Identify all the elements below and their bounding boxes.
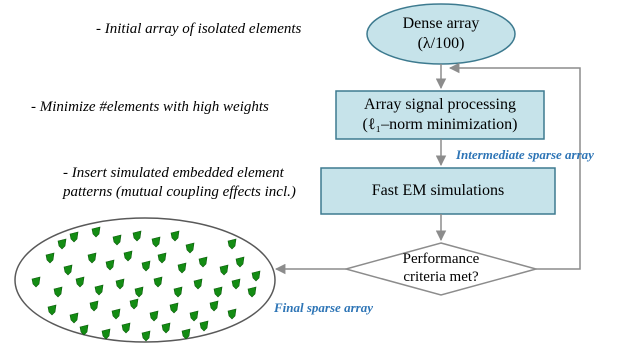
em-simulation-label: Fast EM simulations	[371, 182, 505, 199]
antenna-element	[231, 278, 241, 290]
antenna-element	[161, 322, 171, 334]
criteria-line1: Performance	[402, 251, 480, 267]
intermediate-sparse-array-label: Intermediate sparse array	[456, 147, 594, 162]
antenna-element	[173, 286, 183, 298]
antenna-element	[94, 284, 104, 296]
antenna-element	[251, 270, 261, 282]
note-insert-line2: patterns (mutual coupling effects incl.)	[63, 184, 296, 200]
antenna-element	[132, 230, 142, 242]
antenna-element	[209, 300, 219, 312]
antenna-element	[89, 300, 99, 312]
antenna-element	[213, 286, 223, 298]
antenna-element	[149, 310, 159, 322]
antenna-element	[151, 236, 161, 248]
antenna-element	[101, 328, 111, 340]
antenna-element	[185, 242, 195, 254]
antenna-element	[198, 256, 208, 268]
antenna-element	[69, 312, 79, 324]
note-minimize: - Minimize #elements with high weights	[31, 99, 269, 115]
antenna-element	[31, 276, 41, 288]
antenna-element	[247, 286, 257, 298]
criteria-label: Performance criteria met?	[381, 250, 501, 286]
antenna-element	[63, 264, 73, 276]
antenna-element	[111, 308, 121, 320]
antenna-element	[219, 264, 229, 276]
antenna-element	[69, 231, 79, 243]
antenna-element	[134, 286, 144, 298]
antenna-element	[141, 260, 151, 272]
antenna-element	[170, 230, 180, 242]
antenna-element	[199, 320, 209, 332]
antenna-element	[235, 256, 245, 268]
antenna-element	[177, 262, 187, 274]
note-insert-line1: - Insert simulated embedded element	[63, 165, 284, 181]
antenna-element	[169, 302, 179, 314]
criteria-line2: criteria met?	[403, 269, 479, 285]
signal-processing-node	[335, 90, 545, 140]
antenna-element	[129, 298, 139, 310]
em-simulation-node	[320, 167, 556, 215]
antenna-element	[115, 278, 125, 290]
antenna-element	[141, 330, 151, 342]
antenna-element	[57, 238, 67, 250]
dense-array-spacing: (λ/100)	[417, 35, 465, 52]
dense-array-label: Dense array (λ/100)	[367, 14, 515, 54]
antenna-element	[91, 226, 101, 238]
arrow-feedback-loop	[448, 62, 581, 270]
antenna-element	[153, 276, 163, 288]
antenna-element	[45, 252, 55, 264]
antenna-element	[189, 310, 199, 322]
antenna-element	[105, 259, 115, 271]
antenna-element	[227, 308, 237, 320]
signal-processing-title: Array signal processing	[364, 96, 516, 113]
final-sparse-array-label: Final sparse array	[274, 300, 373, 315]
antenna-elements	[31, 226, 261, 342]
antenna-element	[112, 234, 122, 246]
criteria-decision-node	[343, 242, 539, 296]
antenna-element	[157, 252, 167, 264]
note-initial-array: - Initial array of isolated elements	[96, 21, 302, 37]
antenna-element	[227, 238, 237, 250]
antenna-element	[121, 322, 131, 334]
dense-array-title: Dense array	[402, 15, 480, 32]
antenna-element	[47, 304, 57, 316]
antenna-element	[79, 324, 89, 336]
antenna-element	[75, 276, 85, 288]
antenna-element	[123, 250, 133, 262]
antenna-element	[53, 286, 63, 298]
final-sparse-array	[14, 217, 276, 343]
antenna-element	[193, 278, 203, 290]
antenna-element	[181, 328, 191, 340]
signal-processing-label: Array signal processing (ℓ₁–norm minimiz…	[336, 95, 544, 135]
antenna-element	[87, 252, 97, 264]
signal-processing-subtitle: (ℓ₁–norm minimization)	[362, 116, 518, 133]
